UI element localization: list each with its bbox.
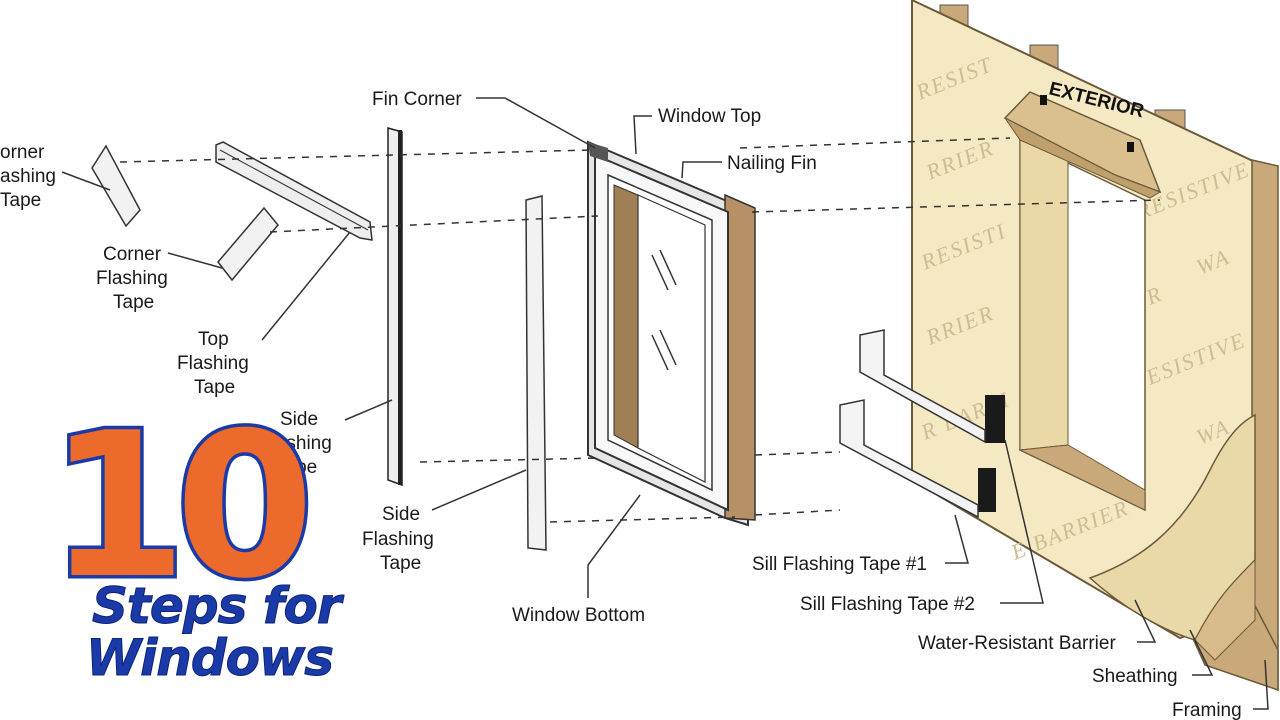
sill-flashing-1-mark — [985, 395, 1005, 443]
glass-glare-4 — [659, 329, 677, 366]
dash-line-6 — [754, 451, 841, 456]
leader-framing — [1253, 659, 1269, 710]
label-top-flashing-2: Flashing — [177, 353, 249, 374]
dash-line-3 — [269, 215, 599, 233]
top-flashing-tape — [215, 141, 373, 241]
leader-fin-corner — [476, 97, 596, 149]
label-side-right-2: Flashing — [362, 529, 434, 550]
leader-side-left — [344, 399, 393, 421]
label-fin-corner: Fin Corner — [372, 89, 462, 110]
leader-top-flashing — [261, 231, 351, 341]
sill-flashing-tape-1 — [859, 329, 986, 444]
window-frame-depth — [724, 193, 756, 521]
leader-corner-lower — [167, 252, 223, 269]
label-framing: Framing — [1172, 700, 1242, 720]
flap-tab-left — [1040, 95, 1047, 105]
label-sill-1: Sill Flashing Tape #1 — [752, 554, 927, 575]
corner-flashing-tape-upper — [91, 144, 141, 228]
title-line-1: Steps for — [92, 577, 343, 635]
leader-window-bottom — [587, 494, 641, 598]
sill-flashing-tape-2 — [839, 399, 979, 519]
window-unit — [587, 140, 756, 527]
title-line-2: Windows — [86, 629, 335, 687]
title-number-text: 10 — [48, 390, 305, 623]
glass-glare-2 — [659, 249, 677, 286]
label-window-top: Window Top — [658, 106, 761, 127]
wall-assembly: RESIST RRIER RESISTIVE RESISTI WA RRIER … — [911, 0, 1279, 692]
glass-glare-3 — [651, 334, 669, 371]
opening-jamb-left — [1019, 139, 1069, 451]
dash-line-1 — [119, 149, 591, 163]
sill-flashing-tapes — [839, 329, 986, 519]
leader-side-right — [431, 469, 527, 511]
window-interior-wood — [613, 184, 639, 449]
label-corner-mid-1: Corner — [103, 244, 162, 265]
leader-sill-1 — [945, 514, 969, 564]
label-side-left-2: Flashing — [260, 433, 332, 454]
dash-line-5 — [419, 457, 601, 463]
dash-line-8 — [754, 509, 841, 516]
title-text: Steps for Windows — [86, 577, 343, 685]
top-flashing-group — [91, 141, 373, 282]
alignment-lines — [119, 137, 1161, 523]
glass-glare-1 — [651, 254, 669, 291]
label-corner-mid-2: Flashing — [96, 268, 168, 289]
label-corner-upper-3: Tape — [0, 190, 41, 211]
sheathing-layer — [1194, 558, 1256, 661]
label-top-flashing-3: Tape — [194, 377, 235, 398]
leader-lines — [61, 97, 1269, 710]
peeled-barrier — [1088, 413, 1256, 641]
label-side-right-3: Tape — [380, 553, 421, 574]
title-number: 10 — [45, 387, 321, 627]
side-flashing-strips — [387, 127, 547, 551]
label-sheathing: Sheathing — [1092, 666, 1178, 687]
label-corner-upper-2: ashing — [0, 166, 56, 187]
side-flashing-tape-right — [525, 195, 547, 551]
label-side-left-3: Tape — [276, 457, 317, 478]
opening-sill — [1018, 444, 1146, 511]
leader-window-top — [633, 115, 652, 155]
side-flashing-tape-left-edge — [398, 130, 402, 485]
label-window-bottom: Window Bottom — [512, 605, 645, 626]
leader-sill-2 — [1000, 439, 1044, 604]
top-flashing-crease — [219, 149, 369, 231]
leader-nailing-fin — [681, 161, 722, 179]
head-flap-face — [1004, 117, 1162, 199]
leader-barrier — [1134, 599, 1157, 643]
dash-line-2 — [739, 137, 1011, 149]
flap-tab-right — [1127, 142, 1134, 152]
leader-sheathing — [1189, 629, 1214, 676]
label-side-right-1: Side — [382, 504, 420, 525]
label-nailing-fin: Nailing Fin — [727, 153, 817, 174]
label-top-flashing-1: Top — [198, 329, 229, 350]
label-corner-mid-3: Tape — [113, 292, 154, 313]
label-corner-upper-1: orner — [0, 142, 45, 163]
leader-corner-upper — [61, 171, 111, 191]
label-side-left-1: Side — [280, 409, 318, 430]
labels: orner ashing Tape Corner Flashing Tape T… — [0, 89, 1242, 720]
dash-line-7 — [549, 516, 736, 523]
corner-flashing-tape-lower — [217, 206, 279, 282]
window-glass — [637, 194, 706, 483]
dash-line-4 — [751, 199, 1161, 213]
label-barrier: Water-Resistant Barrier — [918, 633, 1116, 654]
label-sill-2: Sill Flashing Tape #2 — [800, 594, 975, 615]
sill-flashing-2-mark — [978, 468, 996, 512]
